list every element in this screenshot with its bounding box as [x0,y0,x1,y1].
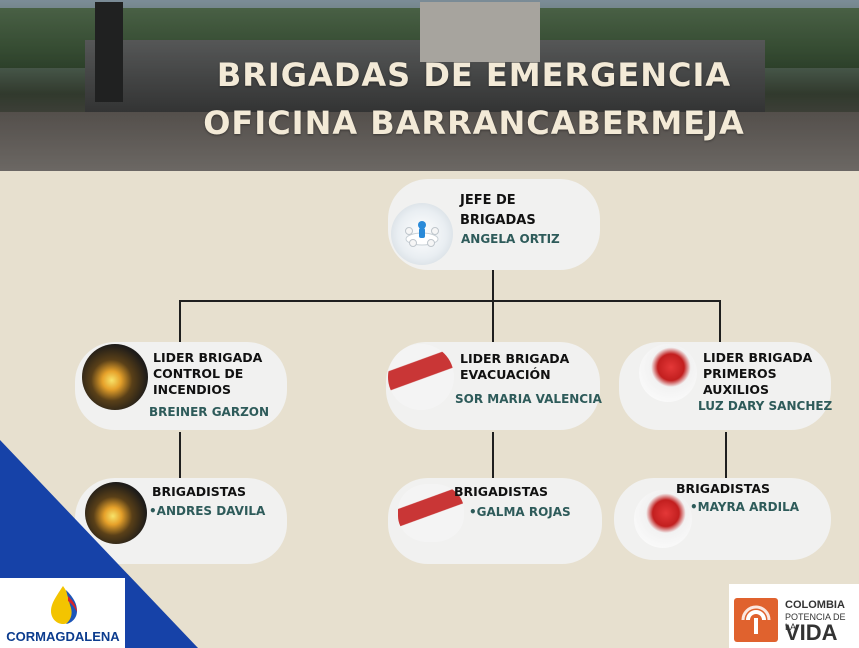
potencia-text: POTENCIA DE LA [785,612,846,632]
first-aid-stethoscope-icon [634,490,692,548]
leader-role-fire: LIDER BRIGADA CONTROL DE INCENDIOS [153,350,263,397]
chief-name: ANGELA ORTIZ [461,232,560,246]
vida-text: VIDA [785,620,838,645]
cormagdalena-text: CORMAGDALENA [6,629,120,644]
evacuation-plan-icon [388,344,454,410]
cormagdalena-logo: CORMAGDALENA [0,578,125,648]
leader-name-first-aid: LUZ DARY SANCHEZ [698,399,833,413]
evacuation-plan-icon [398,484,464,542]
brigade-role-first-aid: BRIGADISTAS [676,481,771,496]
brigade-card-first-aid: BRIGADISTAS •MAYRA ARDILA [614,478,831,560]
brigade-card-evacuation: BRIGADISTAS •GALMA ROJAS [388,478,602,564]
leader-role-evacuation: LIDER BRIGADA EVACUACIÓN [460,351,570,382]
fire-extinguisher-icon [82,344,148,410]
connector-brigade-3 [725,432,727,478]
banner-water [0,112,859,171]
leader-card-fire: LIDER BRIGADA CONTROL DE INCENDIOS BREIN… [75,342,287,430]
leader-card-first-aid: LIDER BRIGADA PRIMEROS AUXILIOS LUZ DARY… [619,342,833,430]
banner-crane [95,2,123,102]
leader-name-fire: BREINER GARZON [149,405,270,419]
chief-card: JEFE DE BRIGADAS ANGELA ORTIZ [388,179,600,270]
page-title-line2: OFICINA BARRANCABERMEJA [203,104,745,142]
leader-role-first-aid: LIDER BRIGADA PRIMEROS AUXILIOS [703,350,813,397]
brigade-role-evacuation: BRIGADISTAS [454,484,549,499]
page-title-line1: BRIGADAS DE EMERGENCIA [216,56,732,94]
connector-brigade-2 [492,432,494,478]
leader-card-evacuation: LIDER BRIGADA EVACUACIÓN SOR MARIA VALEN… [386,342,602,430]
connector-chief [492,268,494,302]
connector-leader-3 [719,300,721,344]
leader-name-evacuation: SOR MARIA VALENCIA [455,392,602,406]
brigade-name-evacuation: •GALMA ROJAS [469,505,571,519]
connector-leader-2 [492,300,494,344]
banner-cabin [420,2,540,62]
colombia-potencia-logo: COLOMBIA POTENCIA DE LA VIDA [729,584,859,648]
header-banner [0,0,859,171]
colombia-vida-icon [734,598,778,642]
colombia-text: COLOMBIA [785,599,845,611]
connector-leader-1 [179,300,181,344]
chief-role: JEFE DE BRIGADAS [460,193,536,228]
first-aid-stethoscope-icon [639,344,697,402]
team-meeting-icon [391,203,453,265]
banner-overlay [0,0,859,171]
cormagdalena-drop-icon [51,586,77,624]
brigade-name-first-aid: •MAYRA ARDILA [690,500,800,514]
connector-horizontal [179,300,721,302]
